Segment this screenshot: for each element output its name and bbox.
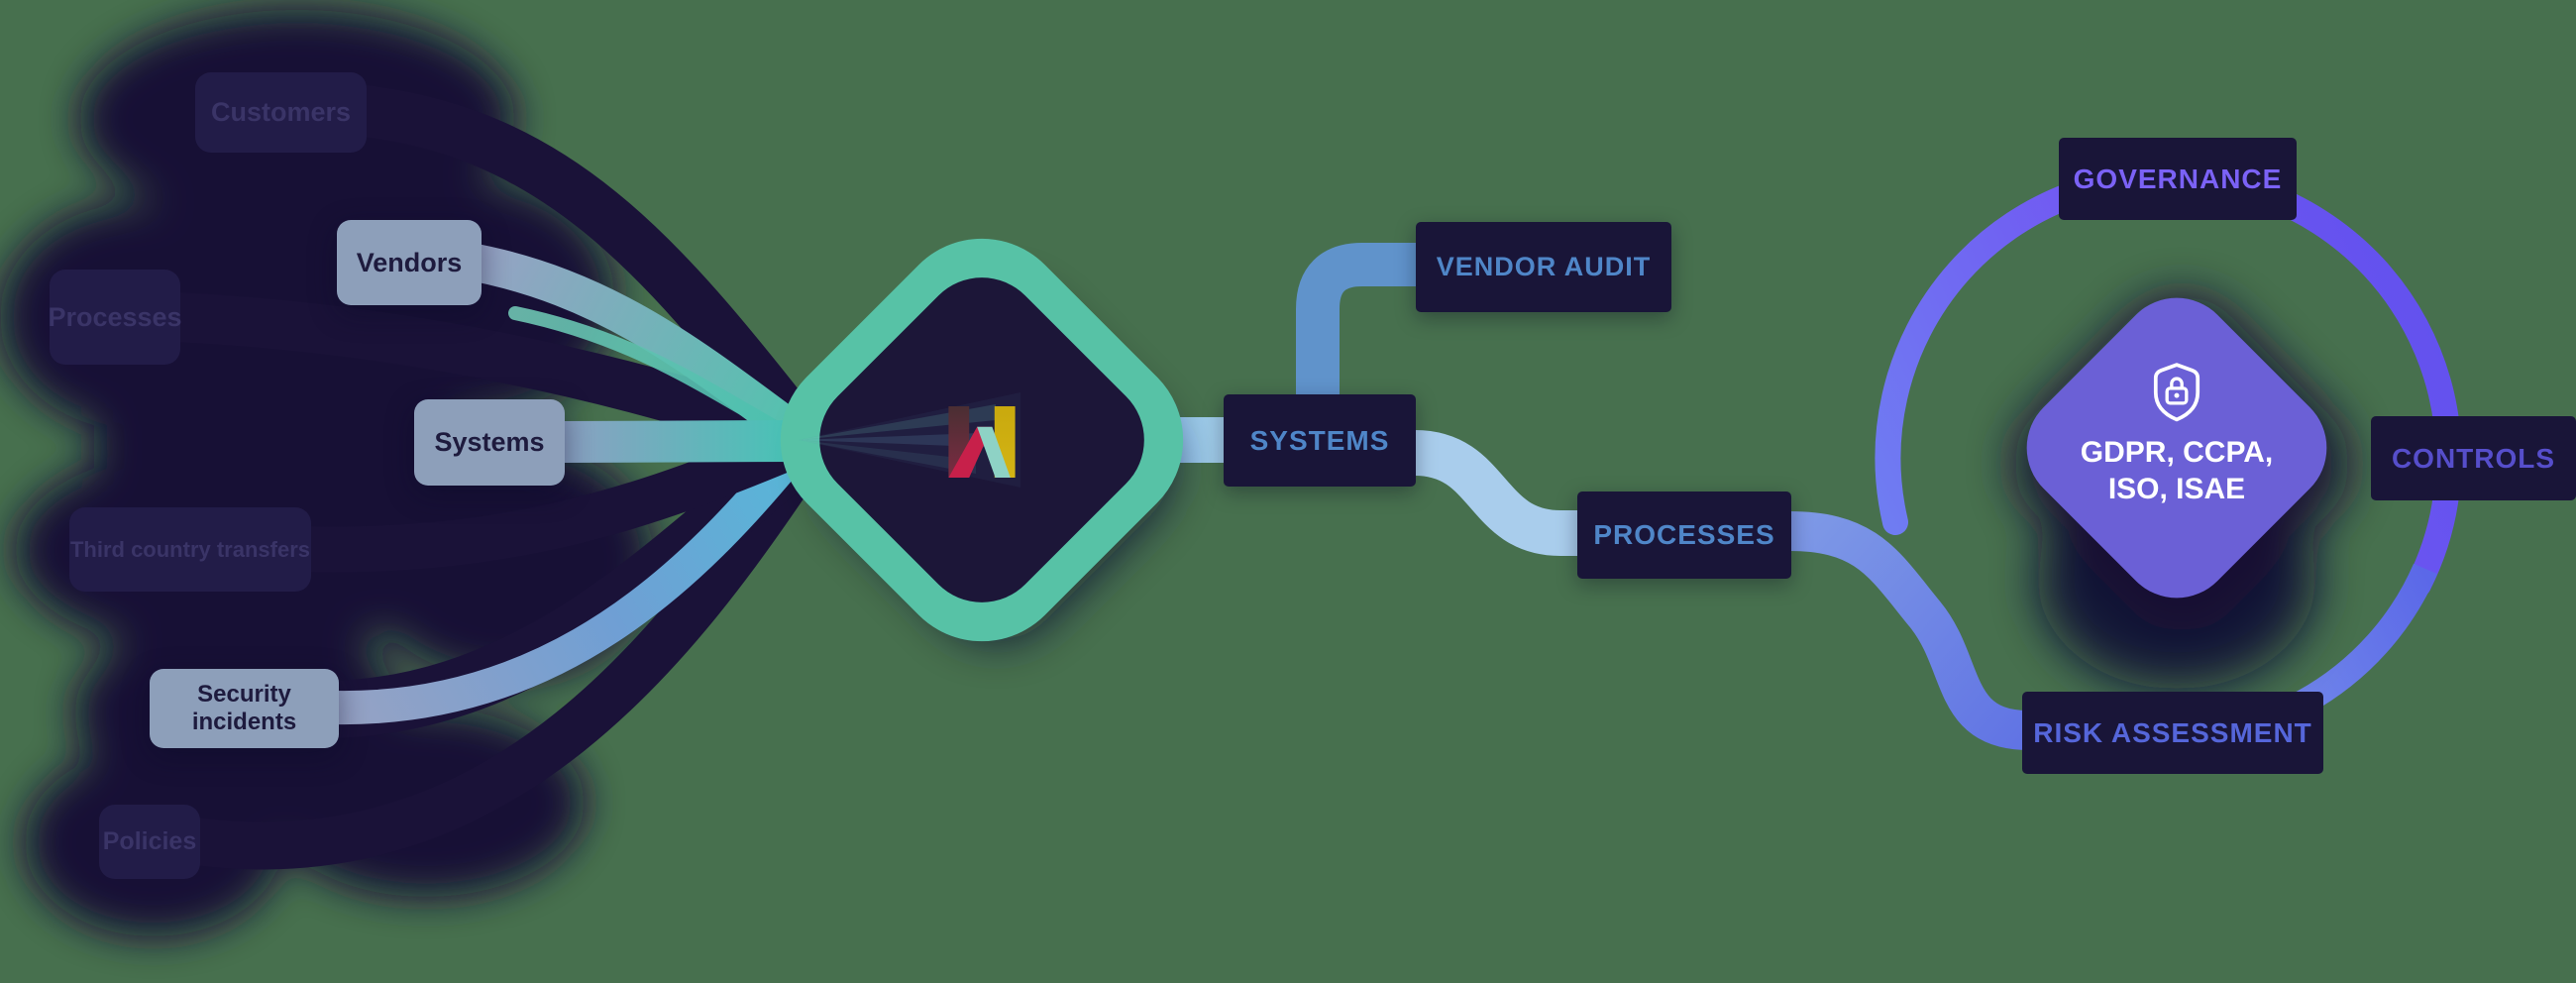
flow-node-systems: SYSTEMS — [1224, 394, 1416, 487]
hub-diamond-border — [780, 238, 1184, 642]
source-label: Third country transfers — [69, 536, 311, 562]
w-mark-logo-icon — [948, 406, 1016, 478]
source-node-policies: Policies — [99, 805, 200, 879]
source-node-systems: Systems — [414, 399, 565, 486]
compliance-line-1: GDPR, CCPA, — [2080, 436, 2274, 469]
source-node-security-incidents: Security incidents — [150, 669, 339, 748]
flow-label: PROCESSES — [1593, 519, 1775, 550]
source-ribbons-light — [278, 244, 819, 725]
compliance-frameworks-text: GDPR, CCPA, ISO, ISAE — [2028, 434, 2325, 507]
cycle-node-governance: GOVERNANCE — [2059, 138, 2297, 220]
source-node-vendors: Vendors — [337, 220, 482, 305]
source-node-processes: Processes — [48, 270, 182, 365]
flow-node-processes: PROCESSES — [1577, 492, 1791, 579]
source-node-customers: Customers — [195, 72, 367, 153]
source-label: Processes — [48, 301, 182, 332]
flow-label: VENDOR AUDIT — [1436, 252, 1652, 281]
source-label: Vendors — [356, 247, 463, 277]
source-label: Systems — [434, 427, 545, 457]
cycle-label: RISK ASSESSMENT — [2033, 716, 2312, 748]
shield-lock-icon — [2153, 363, 2200, 422]
compliance-line-2: ISO, ISAE — [2107, 473, 2246, 505]
source-node-third-country-transfers: Third country transfers — [69, 507, 311, 592]
cycle-node-risk-assessment: RISK ASSESSMENT — [2022, 692, 2323, 774]
cycle-node-controls: CONTROLS — [2371, 416, 2576, 500]
source-label: Security incidents — [191, 681, 297, 735]
flow-node-vendor-audit: VENDOR AUDIT — [1416, 222, 1671, 312]
compliance-diamond — [2026, 297, 2327, 599]
source-label: Customers — [210, 97, 352, 127]
flow-label: SYSTEMS — [1249, 424, 1390, 456]
source-label: Policies — [102, 827, 197, 855]
cycle-label: GOVERNANCE — [2073, 163, 2283, 194]
cycle-label: CONTROLS — [2391, 442, 2556, 474]
